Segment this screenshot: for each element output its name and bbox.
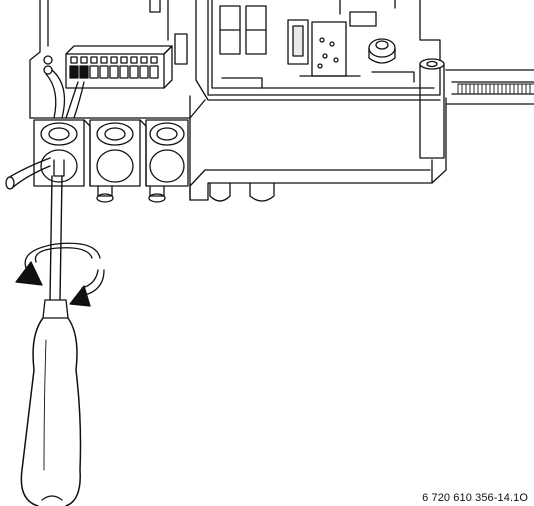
terminal-cell [150,66,158,78]
terminal-screw [111,57,117,63]
mounting-post [420,59,444,158]
terminal-cell [100,66,108,78]
terminal-block [66,46,172,88]
figure-reference-code: 6 720 610 356-14.1O [422,492,528,504]
terminal-screw [81,57,87,63]
screwdriver [21,160,80,506]
control-housing [30,0,446,200]
cables [44,56,84,118]
terminal-screw [141,57,147,63]
terminal-screw [131,57,137,63]
terminal-cell [140,66,148,78]
terminal-screw [121,57,127,63]
rotation-arrow-icon [16,243,104,306]
din-rail [446,70,534,104]
terminal-screw [71,57,77,63]
terminal-cell [130,66,138,78]
terminal-cell [90,66,98,78]
terminal-screw [151,57,157,63]
terminal-cell [80,66,88,78]
terminal-cell [120,66,128,78]
circuit-board [150,0,440,95]
power-cable [6,158,50,189]
terminal-screw [91,57,97,63]
terminal-cell [70,66,78,78]
cable-glands [34,120,274,202]
terminal-screw [101,57,107,63]
terminal-cell [110,66,118,78]
